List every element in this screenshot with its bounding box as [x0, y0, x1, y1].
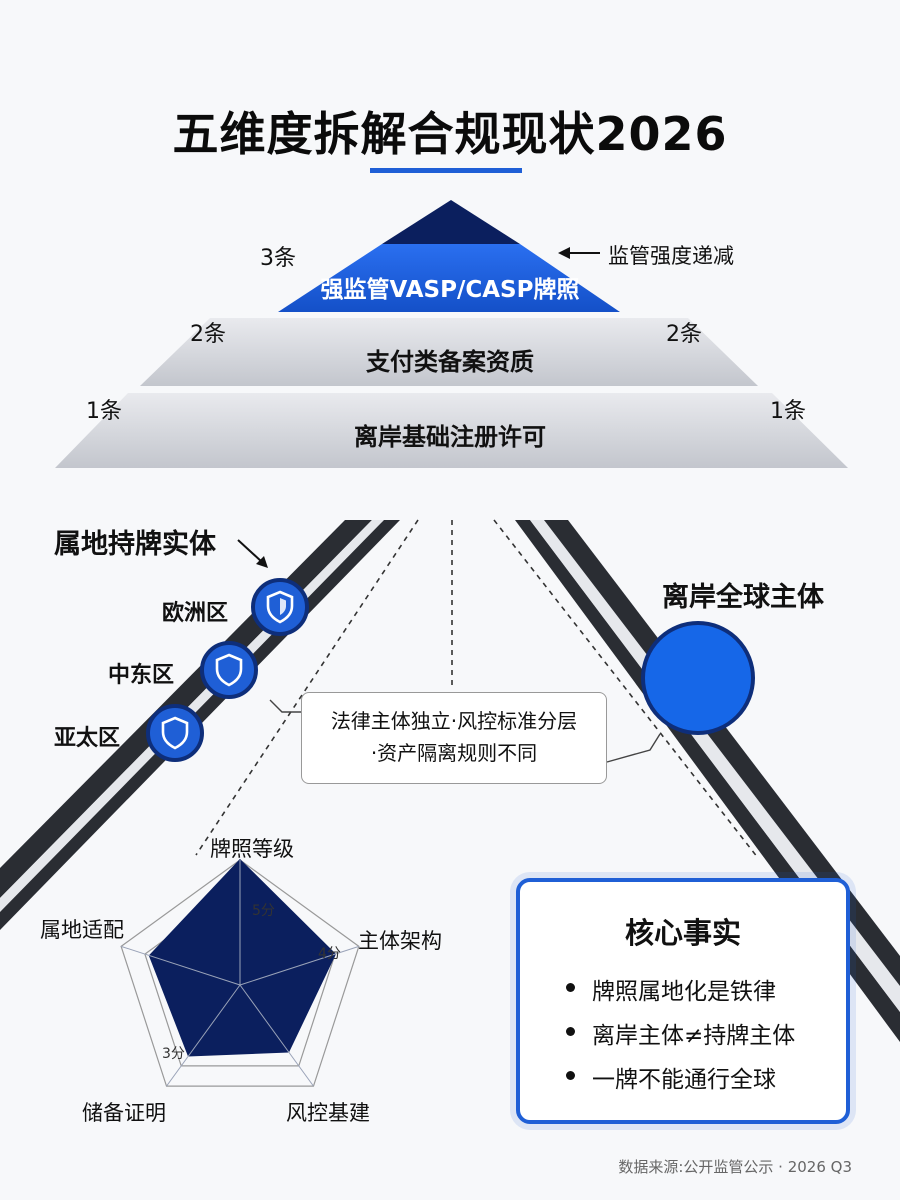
offshore-entity-circle: [641, 621, 755, 735]
pyramid-tier-bottom: [55, 393, 848, 468]
region-badge-middle-east: [200, 641, 258, 699]
tier-bottom-label: 离岸基础注册许可: [354, 423, 546, 451]
tier-middle-left-count: 2条: [190, 322, 226, 347]
radar-axis-line-5: [120, 945, 241, 986]
fact-item-3: 一牌不能通行全球: [592, 1067, 776, 1093]
region-badge-asia-pacific: [146, 704, 204, 762]
radar-axis-label-license: 牌照等级: [210, 837, 294, 861]
fact-item-2: 离岸主体≠持牌主体: [592, 1023, 796, 1049]
core-facts-box: 核心事实 牌照属地化是铁律 离岸主体≠持牌主体 一牌不能通行全球: [516, 878, 850, 1124]
radar-tick-label-1: 5分: [252, 903, 275, 919]
radar-tick-label-2: 4分: [318, 946, 341, 962]
tier-middle-label: 支付类备案资质: [366, 348, 534, 376]
annotation-arrow: [558, 247, 600, 259]
tier-top-label: 强监管VASP/CASP牌照: [320, 277, 580, 303]
radar-axis-label-structure: 主体架构: [358, 929, 442, 953]
tier-top-left-count: 3条: [260, 246, 296, 271]
radar-axis-line-2: [239, 945, 360, 986]
fact-bullet-1: [566, 983, 575, 992]
local-entity-title: 属地持牌实体: [54, 529, 216, 560]
radar-axis-line-3: [239, 984, 314, 1087]
radar-axis-line-4: [166, 984, 241, 1087]
shield-icon: [266, 590, 294, 624]
local-entity-arrow: [237, 539, 268, 568]
region-label-europe: 欧洲区: [162, 601, 229, 626]
fact-item-1: 牌照属地化是铁律: [592, 979, 776, 1005]
radar-axis-label-risk: 风控基建: [286, 1101, 370, 1125]
info-box: 法律主体独立·风控标准分层 ·资产隔离规则不同: [301, 692, 607, 784]
pyramid: [55, 200, 848, 468]
radar-axis-label-reserve: 储备证明: [82, 1101, 166, 1125]
shield-icon: [215, 653, 243, 687]
page-title: 五维度拆解合规现状2026: [172, 107, 728, 161]
info-box-connectors: [269, 699, 661, 763]
dashed-guides: [195, 519, 759, 859]
radar-chart: 5分 4分 3分: [120, 858, 360, 1087]
shield-icon: [161, 716, 189, 750]
tier-middle-right-count: 2条: [666, 322, 702, 347]
data-source: 数据来源:公开监管公示 · 2026 Q3: [618, 1158, 852, 1176]
fact-bullet-2: [566, 1027, 575, 1036]
region-label-middle-east: 中东区: [108, 663, 175, 688]
pyramid-tier-middle: [140, 318, 758, 386]
offshore-entity-title: 离岸全球主体: [662, 582, 824, 613]
radar-grid-ring-1: [120, 859, 360, 1087]
radar-axis-label-local: 属地适配: [40, 918, 124, 942]
pyramid-tier-top: [278, 244, 620, 312]
pyramid-annotation: 监管强度递减: [608, 244, 734, 268]
tier-bottom-right-count: 1条: [770, 399, 806, 424]
title-underline: [370, 168, 522, 173]
region-label-asia-pacific: 亚太区: [54, 726, 121, 751]
core-facts-title: 核心事实: [624, 916, 741, 950]
tier-bottom-left-count: 1条: [86, 399, 122, 424]
pyramid-apex: [382, 200, 520, 244]
info-box-line-2: ·资产隔离规则不同: [370, 741, 538, 765]
radar-data-area: [148, 858, 337, 1057]
radar-tick-label-3: 3分: [162, 1046, 185, 1062]
region-badge-europe: [251, 578, 309, 636]
fact-bullet-3: [566, 1071, 575, 1080]
info-box-line-1: 法律主体独立·风控标准分层: [330, 709, 578, 733]
